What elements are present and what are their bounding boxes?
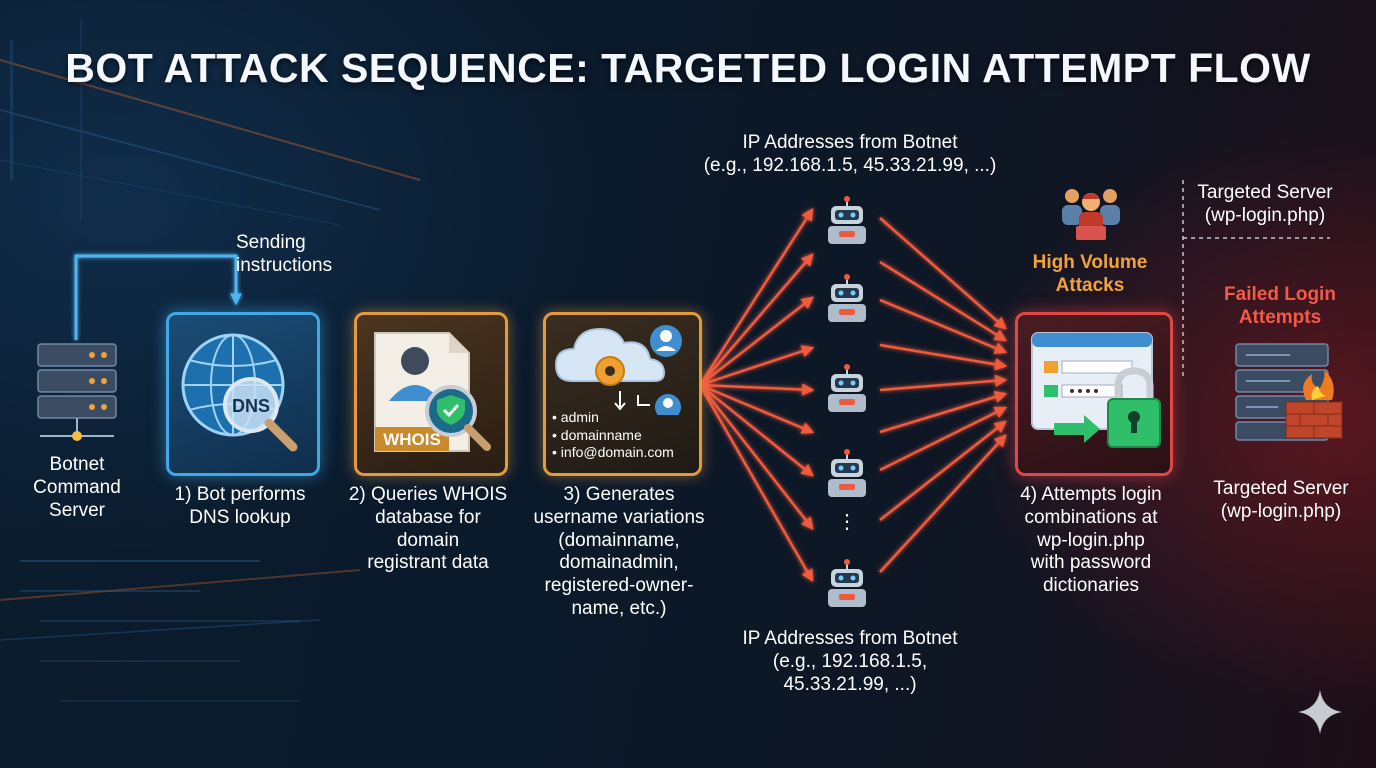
- generate-label-line: registered-owner-: [544, 575, 694, 597]
- whois-label-line: 2) Queries WHOIS: [348, 484, 508, 505]
- botnet-bottom-label-line: 45.33.21.99, ...): [783, 673, 917, 695]
- command-server-icon: [37, 343, 117, 441]
- whois-label-line: domain: [396, 529, 460, 551]
- high-volume-label: High Volume Attacks: [1010, 252, 1170, 298]
- botnet-top-label-line: (e.g., 192.168.1.5, 45.33.21.99, ...): [703, 154, 997, 176]
- failed-label-line: Attempts: [1238, 306, 1322, 328]
- whois-query-box: WHOIS: [354, 312, 508, 476]
- botnet-ip-label-top: IP Addresses from Botnet (e.g., 192.168.…: [700, 132, 1000, 178]
- sparkle-icon: [1298, 690, 1342, 734]
- generate-label-line: (domainname,: [558, 529, 680, 551]
- botnet-bottom-label-line: (e.g., 192.168.1.5,: [772, 650, 928, 672]
- target-top-label-line: Targeted Server: [1197, 182, 1333, 203]
- bot-ellipsis: ⋮: [837, 511, 857, 533]
- target-bottom-label-line: (wp-login.php): [1220, 500, 1342, 522]
- username-item: • info@domain.com: [552, 444, 674, 460]
- botnet-bottom-label-line: IP Addresses from Botnet: [742, 628, 958, 649]
- attackers-icon: [1062, 189, 1120, 240]
- high-volume-label-line: Attacks: [1055, 274, 1125, 296]
- whois-document-icon: WHOIS: [374, 332, 491, 452]
- fan-out-arrows: [698, 207, 815, 583]
- login-label-line: with password: [1030, 552, 1152, 574]
- whois-icon-text: WHOIS: [383, 430, 441, 449]
- generate-label-line: 3) Generates: [563, 484, 675, 505]
- login-window-icon: [1031, 332, 1161, 448]
- generate-label-line: domainadmin,: [559, 552, 679, 574]
- dns-icon-text: DNS: [232, 396, 270, 416]
- generate-label-line: username variations: [533, 506, 705, 528]
- login-attempt-box: [1015, 312, 1173, 476]
- cloud-gear-icon: [554, 325, 682, 420]
- high-volume-label-line: High Volume: [1032, 252, 1148, 273]
- failed-label-line: Failed Login: [1224, 284, 1336, 305]
- command-server-label: Botnet Command Server: [20, 454, 134, 522]
- command-server-label-line: Botnet: [49, 454, 105, 475]
- fan-in-arrows: [879, 217, 1008, 573]
- targeted-server-icon: [1235, 343, 1343, 441]
- generate-step-label: 3) Generates username variations (domain…: [520, 484, 718, 621]
- diagram-title: BOT ATTACK SEQUENCE: TARGETED LOGIN ATTE…: [65, 45, 1311, 91]
- bot-icon: [828, 559, 866, 607]
- generate-label-line: name, etc.): [571, 597, 667, 619]
- sending-label-line: instructions: [236, 254, 333, 276]
- sending-label-line: Sending: [236, 232, 306, 253]
- bot-icon: [828, 196, 866, 244]
- username-item: • admin: [552, 409, 599, 425]
- target-bottom-label-line: Targeted Server: [1213, 478, 1349, 499]
- username-list: • admin • domainname • info@domain.com: [552, 409, 674, 462]
- whois-label-line: registrant data: [367, 552, 489, 574]
- username-generation-box: • admin • domainname • info@domain.com: [543, 312, 702, 476]
- whois-label-line: database for: [375, 506, 481, 528]
- target-top-label-line: (wp-login.php): [1204, 204, 1326, 226]
- dns-lookup-box: DNS: [166, 312, 320, 476]
- login-step-label: 4) Attempts login combinations at wp-log…: [1000, 484, 1182, 598]
- dns-label-line: DNS lookup: [189, 506, 291, 528]
- failed-login-label: Failed Login Attempts: [1205, 284, 1355, 330]
- dns-globe-icon: DNS: [181, 333, 298, 452]
- botnet-top-label-line: IP Addresses from Botnet: [742, 132, 958, 153]
- bot-icon: [828, 364, 866, 412]
- login-label-line: 4) Attempts login: [1020, 484, 1162, 505]
- dns-step-label: 1) Bot performs DNS lookup: [150, 484, 330, 530]
- sending-instructions-label: Sending instructions: [236, 232, 332, 278]
- login-label-line: combinations at: [1024, 506, 1158, 528]
- login-label-line: dictionaries: [1042, 575, 1140, 597]
- target-server-label-bottom: Targeted Server (wp-login.php): [1200, 478, 1362, 524]
- bot-icon: [828, 449, 866, 497]
- botnet-ip-label-bottom: IP Addresses from Botnet (e.g., 192.168.…: [700, 628, 1000, 696]
- username-item: • domainname: [552, 426, 642, 443]
- whois-step-label: 2) Queries WHOIS database for domain reg…: [338, 484, 518, 575]
- sending-instructions-arrow: [74, 254, 242, 340]
- bot-icon: [828, 274, 866, 322]
- command-server-label-line: Command: [33, 476, 121, 498]
- command-server-label-line: Server: [49, 499, 105, 521]
- target-server-label-top: Targeted Server (wp-login.php): [1190, 182, 1340, 228]
- botnet-bots: [828, 196, 866, 607]
- login-label-line: wp-login.php: [1037, 529, 1145, 551]
- dns-label-line: 1) Bot performs: [174, 484, 306, 505]
